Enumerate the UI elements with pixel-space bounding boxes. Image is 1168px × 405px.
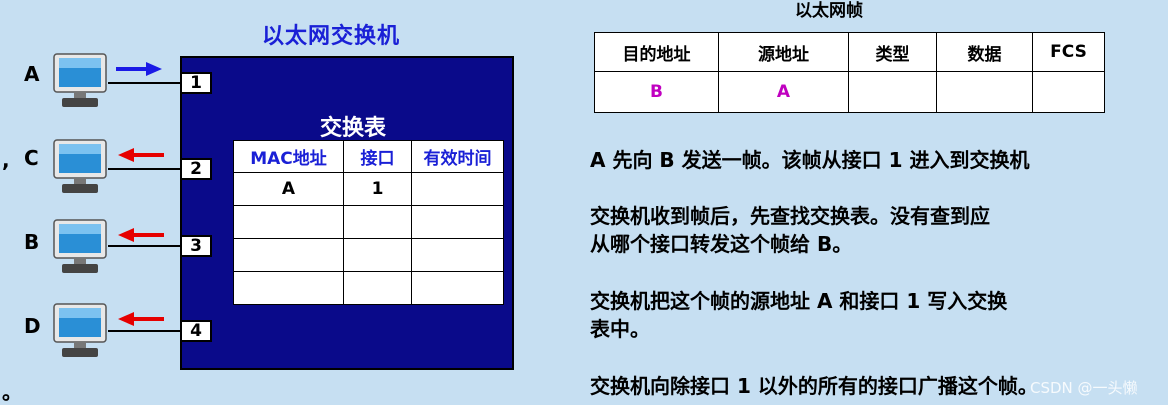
explanation-text: 从哪个接口转发这个帧给 B。 — [590, 232, 853, 256]
port-3: 3 — [180, 235, 212, 257]
switch-table-header: 接口 — [343, 140, 412, 173]
frame-header: 目的地址 — [594, 32, 719, 72]
table-cell — [411, 271, 504, 305]
port-2: 2 — [180, 158, 212, 180]
link-line — [108, 82, 180, 84]
switch-table-header-row: MAC地址 接口 有效时间 — [233, 140, 504, 173]
host-label-c: C — [24, 146, 39, 170]
stray-mark: 。 — [2, 380, 22, 404]
computer-icon — [53, 53, 107, 107]
link-line — [108, 245, 180, 247]
table-cell: 1 — [343, 172, 412, 206]
computer-icon — [53, 303, 107, 357]
table-row — [233, 205, 504, 239]
computer-icon — [53, 139, 107, 193]
frame-table: 目的地址 源地址 类型 数据 FCS B A — [594, 32, 1105, 113]
table-row — [233, 238, 504, 272]
arrow-left-icon — [118, 228, 164, 242]
watermark: CSDN @一头懒 — [1030, 379, 1138, 397]
switch-table-header: MAC地址 — [233, 140, 344, 173]
explanation-text: 交换机收到帧后，先查找交换表。没有查到应 — [590, 204, 990, 228]
frame-value — [936, 71, 1033, 113]
frame-value — [848, 71, 937, 113]
table-cell — [233, 271, 344, 305]
table-cell — [411, 205, 504, 239]
link-line — [108, 330, 180, 332]
frame-title: 以太网帧 — [795, 1, 863, 21]
frame-value — [1032, 71, 1105, 113]
stray-mark: , — [2, 148, 10, 172]
port-4: 4 — [180, 320, 212, 342]
host-label-d: D — [24, 314, 41, 338]
frame-header: FCS — [1032, 32, 1105, 72]
frame-value: B — [594, 71, 719, 113]
frame-header: 数据 — [936, 32, 1033, 72]
arrow-left-icon — [118, 312, 164, 326]
explanation-text: 交换机把这个帧的源地址 A 和接口 1 写入交换 — [590, 289, 1008, 313]
frame-value-row: B A — [594, 71, 1105, 113]
table-cell — [343, 238, 412, 272]
switch-table-title: 交换表 — [320, 116, 387, 141]
arrow-left-icon — [118, 148, 164, 162]
explanation-text: 表中。 — [590, 317, 650, 341]
table-cell: A — [233, 172, 344, 206]
link-line — [108, 168, 180, 170]
port-1: 1 — [180, 72, 212, 94]
table-cell — [343, 205, 412, 239]
table-cell — [411, 238, 504, 272]
frame-header-row: 目的地址 源地址 类型 数据 FCS — [594, 32, 1105, 72]
explanation-text: A 先向 B 发送一帧。该帧从接口 1 进入到交换机 — [590, 148, 1030, 172]
switch-table-header: 有效时间 — [411, 140, 504, 173]
frame-header: 源地址 — [718, 32, 849, 72]
computer-icon — [53, 219, 107, 273]
table-cell — [233, 205, 344, 239]
table-cell — [343, 271, 412, 305]
host-label-b: B — [24, 230, 40, 254]
frame-header: 类型 — [848, 32, 937, 72]
table-row — [233, 271, 504, 305]
switch-title: 以太网交换机 — [262, 24, 401, 49]
table-row: A 1 — [233, 172, 504, 206]
arrow-right-icon — [116, 62, 162, 76]
table-cell — [233, 238, 344, 272]
host-label-a: A — [24, 62, 40, 86]
explanation-text: 交换机向除接口 1 以外的所有的接口广播这个帧。 — [590, 374, 1038, 398]
table-cell — [411, 172, 504, 206]
frame-value: A — [718, 71, 849, 113]
switch-table: MAC地址 接口 有效时间 A 1 — [233, 140, 504, 305]
